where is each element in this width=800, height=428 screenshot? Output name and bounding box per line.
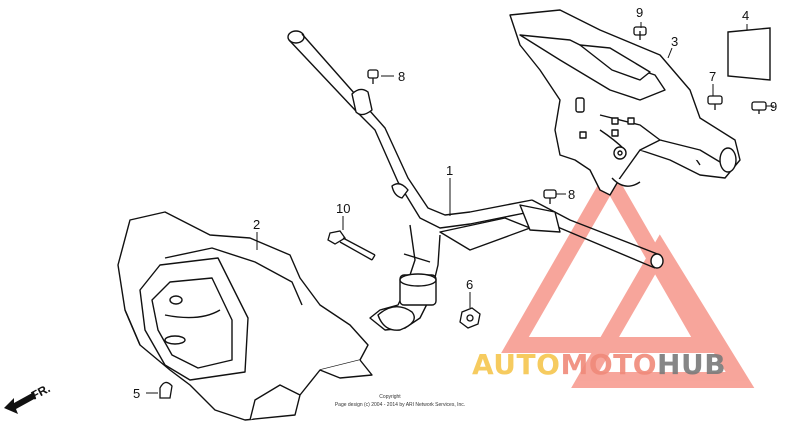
front-handlebar-cover — [509, 9, 741, 196]
callout-8-lower: 8 — [568, 187, 575, 202]
callout-7: 7 — [709, 69, 716, 84]
watermark-wordmark: AUTOMOTOHUB — [472, 348, 726, 381]
watermark-word-moto: MOTO — [560, 348, 657, 381]
callout-labels: 9 4 3 8 7 9 1 8 10 2 6 5 — [133, 5, 777, 401]
plug-5 — [159, 381, 173, 399]
hardware-fasteners — [159, 26, 767, 399]
callout-5: 5 — [133, 386, 140, 401]
callout-4: 4 — [742, 8, 749, 23]
emblem — [727, 27, 771, 81]
screw-9-top — [633, 26, 647, 40]
rear-handlebar-cover — [117, 211, 373, 421]
copyright-line-2: Page design (c) 2004 - 2014 by ARI Netwo… — [335, 402, 465, 408]
copyright-notice: Copyright Page design (c) 2004 - 2014 by… — [335, 394, 465, 408]
front-direction-indicator: FR. — [4, 381, 52, 414]
copyright-line-1: Copyright — [379, 394, 401, 400]
screw-7 — [707, 95, 723, 110]
callout-1: 1 — [446, 163, 453, 178]
screw-8-upper — [367, 69, 379, 84]
callout-2: 2 — [253, 217, 260, 232]
handlebar-pipe — [287, 30, 664, 331]
watermark-word-auto: AUTO — [472, 348, 560, 381]
callout-9-top: 9 — [636, 5, 643, 20]
screw-9-right — [751, 101, 767, 114]
leader-lines — [146, 22, 774, 394]
callout-6: 6 — [466, 277, 473, 292]
callout-3: 3 — [671, 34, 678, 49]
callout-10: 10 — [336, 201, 350, 216]
watermark-word-hub: HUB — [657, 348, 726, 381]
callout-8-upper: 8 — [398, 69, 405, 84]
screw-8-lower — [543, 189, 557, 204]
callout-9-right: 9 — [770, 99, 777, 114]
direction-arrow-icon — [4, 392, 36, 414]
bolt-10 — [327, 230, 376, 261]
svg-text:AUTOMOTOHUB: AUTOMOTOHUB — [472, 348, 726, 381]
nut-6 — [459, 307, 481, 329]
